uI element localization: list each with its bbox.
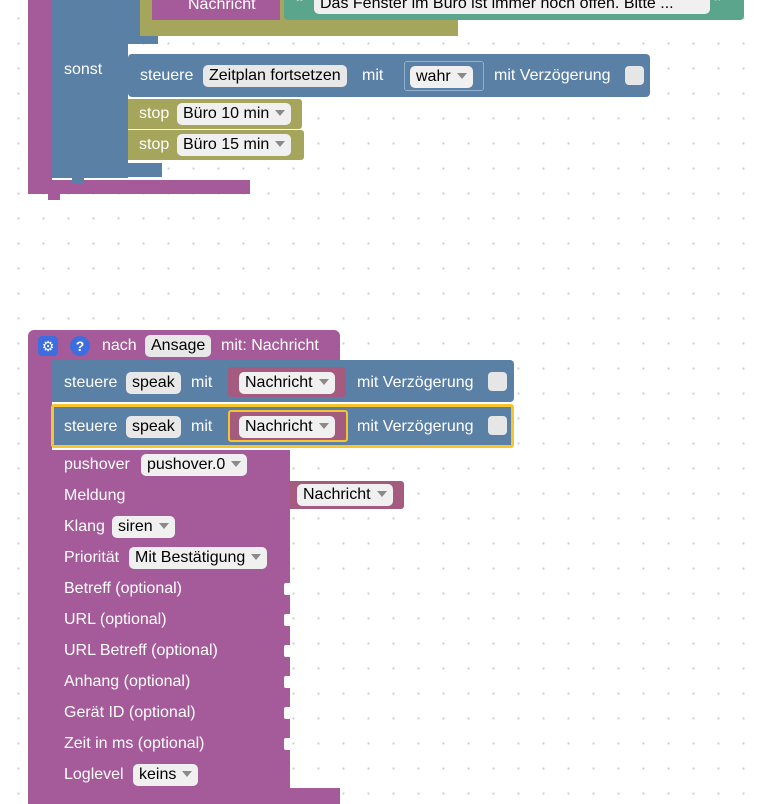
- if-else-bottom-notch: [72, 176, 84, 184]
- value-dropdown[interactable]: wahr: [410, 66, 473, 88]
- with-word-1: mit: [191, 374, 213, 391]
- pushover-bottom-notch: [72, 786, 84, 794]
- row-time-label: Zeit in ms (optional): [64, 735, 205, 752]
- schedule-field[interactable]: Zeitplan fortsetzen: [203, 65, 347, 87]
- row-url-label: URL (optional): [64, 611, 167, 628]
- row-url-subject-label: URL Betreff (optional): [64, 642, 218, 659]
- pushover-block[interactable]: [52, 450, 290, 788]
- after-word: nach: [102, 337, 137, 354]
- outer-if-block-footer[interactable]: [28, 180, 250, 194]
- variable-dropdown-2[interactable]: Nachricht: [239, 416, 335, 438]
- row-message-label: Meldung: [64, 487, 126, 504]
- subject-input-socket[interactable]: [284, 583, 292, 595]
- time-input-socket[interactable]: [284, 738, 292, 750]
- param-label: mit: Nachricht: [221, 337, 319, 354]
- event-name-field[interactable]: Ansage: [145, 335, 212, 357]
- attachment-input-socket[interactable]: [284, 676, 292, 688]
- url-subject-input-socket[interactable]: [284, 645, 292, 657]
- else-label: sonst: [64, 61, 103, 78]
- row-device-id-label: Gerät ID (optional): [64, 704, 196, 721]
- message-text-field[interactable]: Das Fenster im Büro ist immer noch offen…: [314, 0, 710, 14]
- delay-label-2: mit Verzögerung: [357, 418, 474, 435]
- if-else-block[interactable]: [52, 0, 128, 178]
- function-left-spine[interactable]: [28, 360, 52, 800]
- delay-checkbox-1[interactable]: [488, 372, 507, 391]
- bottom-function-block[interactable]: ⚙ ? nach Ansage mit: Nachricht steuere s…: [0, 320, 758, 804]
- row-priority-label: Priorität: [64, 549, 120, 566]
- outer-if-block-frame[interactable]: [28, 0, 52, 190]
- top-function-block[interactable]: sonst Nachricht “ Das Fenster im Büro is…: [0, 0, 758, 200]
- row-loglevel-label: Loglevel: [64, 766, 124, 783]
- row-subject-label: Betreff (optional): [64, 580, 182, 597]
- stop-timer-dropdown-1[interactable]: Büro 10 min: [177, 103, 292, 125]
- speak-field-2[interactable]: speak: [126, 416, 181, 438]
- if-else-block-footer[interactable]: [52, 163, 162, 177]
- gear-icon[interactable]: ⚙: [38, 336, 58, 356]
- message-var-row[interactable]: [152, 0, 280, 20]
- message-variable-dropdown[interactable]: Nachricht: [297, 484, 393, 506]
- control-word-1: steuere: [64, 374, 118, 391]
- stop-word-1: stop: [139, 105, 170, 122]
- loglevel-dropdown[interactable]: keins: [133, 764, 199, 786]
- pushover-instance-dropdown[interactable]: pushover.0: [141, 454, 248, 476]
- device-id-input-socket[interactable]: [284, 707, 292, 719]
- delay-label-1: mit Verzögerung: [357, 374, 474, 391]
- with-word-2: mit: [191, 418, 213, 435]
- quote-close-icon: ”: [714, 0, 722, 16]
- control-word-2: steuere: [64, 418, 118, 435]
- row-attachment-label: Anhang (optional): [64, 673, 191, 690]
- sound-dropdown[interactable]: siren: [112, 516, 175, 538]
- url-input-socket[interactable]: [284, 614, 292, 626]
- outer-block-bottom-notch: [48, 192, 60, 200]
- help-icon[interactable]: ?: [70, 336, 90, 356]
- delay-checkbox[interactable]: [625, 66, 644, 85]
- priority-dropdown[interactable]: Mit Bestätigung: [129, 547, 268, 569]
- stop-timer-dropdown-2[interactable]: Büro 15 min: [177, 134, 292, 156]
- delay-label: mit Verzögerung: [494, 67, 611, 84]
- message-label: Nachricht: [188, 0, 256, 13]
- with-word: mit: [362, 67, 384, 84]
- delay-checkbox-2[interactable]: [488, 416, 507, 435]
- stop-word-2: stop: [139, 136, 170, 153]
- quote-open-icon: “: [296, 0, 304, 16]
- function-footer[interactable]: [28, 788, 340, 804]
- variable-dropdown-1[interactable]: Nachricht: [239, 372, 335, 394]
- row-sound-label: Klang: [64, 518, 105, 535]
- control-word: steuere: [140, 67, 194, 84]
- speak-field-1[interactable]: speak: [126, 372, 181, 394]
- pushover-label: pushover: [64, 456, 130, 473]
